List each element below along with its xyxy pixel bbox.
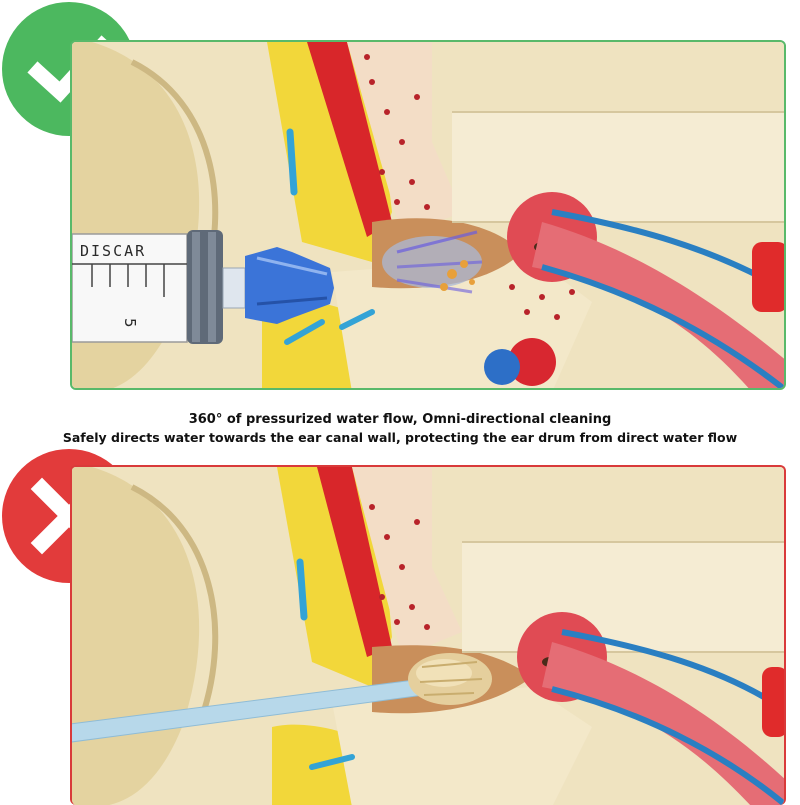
correct-method-image: DISCAR 5 — [70, 40, 786, 390]
caption-line-1: 360° of pressurized water flow, Omni-dir… — [188, 412, 612, 427]
syringe-barrel-label: DISCAR — [80, 242, 146, 260]
caption-line-2: Safely directs water towards the ear can… — [62, 430, 738, 445]
syringe-scale-mark: 5 — [121, 318, 139, 328]
incorrect-method-image — [70, 465, 786, 805]
